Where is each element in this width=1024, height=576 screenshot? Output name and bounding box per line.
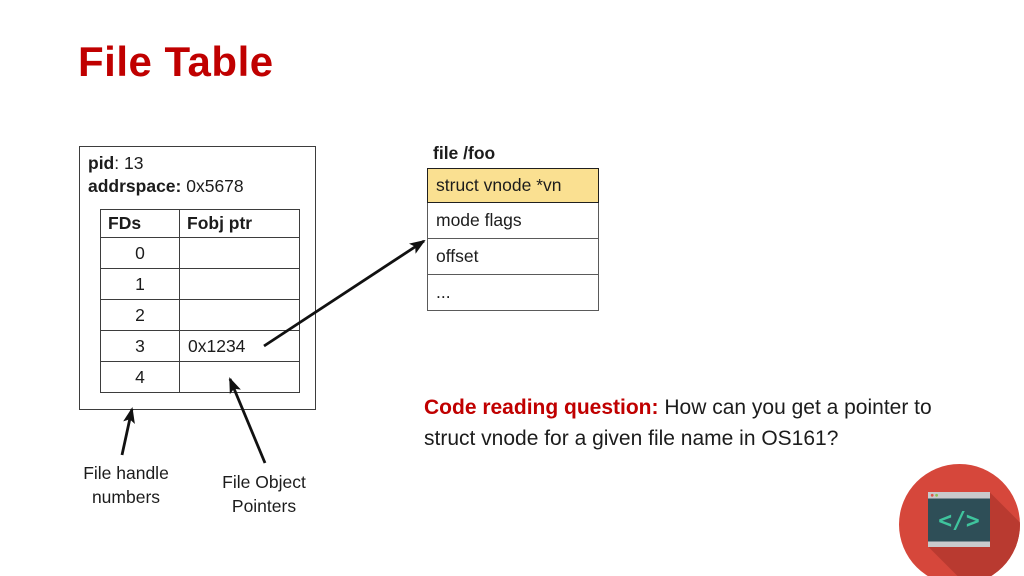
fd-cell: 2 [100, 299, 180, 331]
file-handle-arrow [120, 407, 135, 456]
pid-label: pid [88, 153, 115, 173]
question-lead: Code reading question: [424, 396, 659, 419]
fd-table-header-fds: FDs [100, 209, 180, 238]
addrspace-line: addrspace: 0x5678 [88, 175, 244, 198]
pid-line: pid: 13 [88, 152, 244, 175]
vnode-field-mode-flags: mode flags [427, 203, 599, 239]
fd-cell: 0 [100, 237, 180, 269]
file-object-pointers-label: File Object Pointers [222, 472, 306, 516]
page-title: File Table [78, 38, 274, 85]
vnode-field-offset: offset [427, 239, 599, 275]
fobj-ptr-cell: 0x1234 [179, 330, 300, 362]
file-caption: file /foo [433, 143, 496, 163]
fobj-ptr-cell [179, 299, 300, 331]
pid-value: : 13 [114, 153, 144, 173]
code-window-icon: </> [899, 464, 1020, 576]
fd-table-header-row: FDs Fobj ptr [100, 209, 300, 238]
fd-table-row-3: 3 0x1234 [100, 330, 300, 362]
fobj-ptr-cell [179, 268, 300, 300]
fd-table-row-1: 1 [100, 268, 300, 300]
icon-window: </> [928, 492, 990, 547]
fd-table-row-4: 4 [100, 361, 300, 393]
addrspace-label: addrspace: [88, 176, 182, 196]
icon-code-glyph: </> [938, 508, 980, 534]
fd-cell: 4 [100, 361, 180, 393]
vnode-field-struct-vnode: struct vnode *vn [427, 168, 599, 203]
vnode-field-ellipsis: ... [427, 275, 599, 311]
file-handle-numbers-label: File handle numbers [83, 463, 169, 507]
fd-table-header-fobj-ptr: Fobj ptr [179, 209, 300, 238]
question-text: Code reading question: How can you get a… [424, 393, 999, 454]
fd-table: FDs Fobj ptr 0 1 2 3 0x1234 4 [100, 209, 300, 393]
process-metadata: pid: 13 addrspace: 0x5678 [88, 152, 244, 198]
question-body: How can you get a pointer to struct vnod… [424, 396, 932, 450]
fobj-ptr-cell [179, 361, 300, 393]
fd-table-row-0: 0 [100, 237, 300, 269]
fd-table-row-2: 2 [100, 299, 300, 331]
file-object-table: struct vnode *vn mode flags offset ... [427, 168, 599, 311]
fobj-ptr-cell [179, 237, 300, 269]
addrspace-value: 0x5678 [181, 176, 244, 196]
fd-cell: 3 [100, 330, 180, 362]
fd-cell: 1 [100, 268, 180, 300]
